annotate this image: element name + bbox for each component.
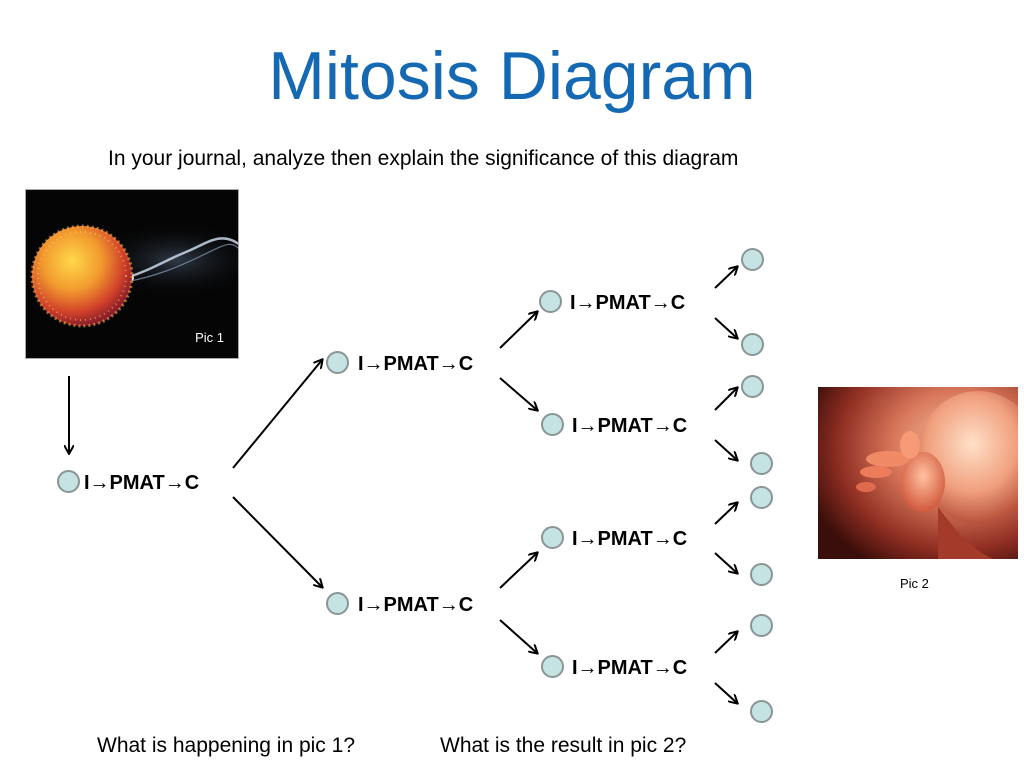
- cell-gen2-d: [541, 655, 564, 678]
- phase-label-gen2-b: I→PMAT→C: [572, 415, 688, 437]
- cell-gen2-b: [541, 413, 564, 436]
- question-pic2: What is the result in pic 2?: [440, 734, 687, 757]
- pic1-caption: Pic 1: [195, 330, 224, 345]
- arrow-gen2c-up: [714, 503, 737, 525]
- cell-root: [57, 470, 80, 493]
- arrow-gen2b-down: [714, 439, 737, 460]
- cell-gen1-bottom: [326, 592, 349, 615]
- cell-gen3-5: [750, 486, 773, 509]
- phase-label-gen2-d: I→PMAT→C: [572, 657, 688, 679]
- arrow-gen2d-up: [714, 632, 737, 654]
- cell-gen1-top: [326, 351, 349, 374]
- slide-title: Mitosis Diagram: [268, 38, 756, 114]
- cell-gen3-4: [750, 452, 773, 475]
- arrow-root-to-gen1-top: [232, 360, 322, 469]
- arrow-gen2a-down: [714, 317, 737, 338]
- phase-label-gen1-top: I→PMAT→C: [358, 353, 474, 375]
- phase-label-gen2-c: I→PMAT→C: [572, 528, 688, 550]
- question-pic1: What is happening in pic 1?: [97, 734, 355, 757]
- pic2-fetus-image: [818, 387, 1018, 559]
- pic1-fertilization-image: Pic 1: [25, 189, 239, 359]
- arrow-gen1a-to-gen2a: [499, 312, 537, 349]
- slide-subtitle: In your journal, analyze then explain th…: [108, 147, 739, 170]
- arrow-root-to-gen1-bottom: [232, 496, 322, 587]
- cell-gen3-7: [750, 614, 773, 637]
- cell-gen3-2: [741, 333, 764, 356]
- phase-label-root: I→PMAT→C: [84, 472, 200, 494]
- cell-gen3-8: [750, 700, 773, 723]
- arrow-gen1a-to-gen2b: [499, 377, 537, 410]
- arrow-gen2b-up: [714, 388, 737, 411]
- cell-gen3-3: [741, 375, 764, 398]
- phase-label-gen2-a: I→PMAT→C: [570, 292, 686, 314]
- arrow-gen2a-up: [714, 267, 737, 289]
- cell-gen2-c: [541, 526, 564, 549]
- arrow-gen1b-to-gen2c: [499, 553, 537, 589]
- cell-gen3-1: [741, 248, 764, 271]
- cell-gen2-a: [539, 290, 562, 313]
- arrow-gen2c-down: [714, 552, 737, 573]
- cell-gen3-6: [750, 563, 773, 586]
- arrow-gen2d-down: [714, 682, 737, 703]
- phase-label-gen1-bottom: I→PMAT→C: [358, 594, 474, 616]
- pic2-caption: Pic 2: [900, 576, 929, 591]
- arrow-gen1b-to-gen2d: [499, 619, 537, 653]
